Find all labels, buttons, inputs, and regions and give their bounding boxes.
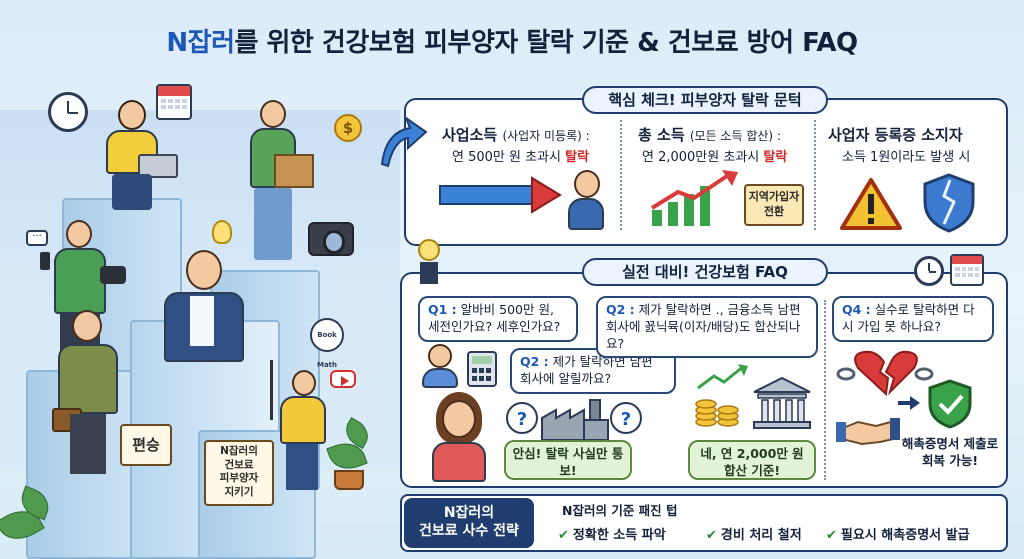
rising-chart-icon [650, 170, 738, 226]
binder-clip-bulb-icon [418, 239, 440, 284]
col1-head: 사업소득 [442, 126, 498, 144]
strategy-item-2-text: 경비 처리 철저 [720, 528, 802, 543]
col2-line-red: 탈락 [763, 150, 788, 165]
broken-heart-chain-icon [836, 350, 934, 397]
woman-box-figure [238, 100, 318, 270]
faq-q4-text: 실수로 탈락하면 다시 가입 못 하나요? [842, 302, 975, 334]
strategy-item-2: ✔경비 처리 철저 [706, 524, 802, 543]
check-shield-icon [928, 379, 972, 429]
woman-laptop-figure [90, 100, 180, 210]
faq-q4-bubble: Q4 : 실수로 탈락하면 다시 가입 못 하나요? [832, 296, 994, 342]
faq-q4-num: Q4 : [842, 302, 871, 317]
faq-q1-bubble: Q1 : 알바비 500만 원, 세전인가요? 세후인가요? [418, 296, 578, 342]
factory-icon [541, 399, 609, 441]
clock-icon [48, 92, 88, 132]
faq-q2b-num: Q2 : [606, 302, 635, 317]
col2-heading: 총 소득 (모든 소득 합산) : [638, 124, 781, 145]
col3-line: 소득 1원이라도 발생 시 [842, 150, 971, 165]
faq-q4-answer: 해촉증명서 제출로 회복 가능! [901, 436, 999, 468]
col2-head-sub: (모든 소득 합산) : [689, 129, 781, 143]
broken-shield-icon [923, 173, 975, 233]
col1-line-text: 연 500만 원 초과시 [452, 150, 566, 165]
question-bubble-icon: ? [506, 402, 538, 434]
col1-line: 연 500만 원 초과시 탈락 [452, 146, 589, 165]
strategy-subtitle: N잡러의 기준 패진 텁 [562, 503, 678, 518]
center-man-figure [150, 250, 260, 380]
calculator-icon [467, 351, 497, 387]
chat-bubble-icon: ··· [26, 230, 48, 246]
worried-woman-icon [566, 170, 606, 232]
sign-2-line: 지키기 [224, 485, 254, 498]
old-man-briefcase-figure [52, 310, 132, 480]
col1-head-sub: (사업자 미등록) : [502, 129, 590, 143]
check-icon: ✔ [826, 528, 837, 543]
sign-board-1: 편승 [120, 424, 172, 466]
page-title: N잡러를 위한 건강보험 피부양자 탈락 기준 & 건보료 방어 FAQ [0, 22, 1024, 59]
sign-board-2: N잡러의 건보료 피부양자 지키기 [204, 440, 274, 506]
strategy-label-line2: 건보료 사수 전략 [419, 523, 519, 540]
check-icon: ✔ [706, 528, 717, 543]
faq-clock-icon [914, 256, 944, 286]
divider-1 [620, 120, 622, 230]
col2-head: 총 소득 [638, 126, 685, 144]
strategy-label-line1: N잡러의 [443, 505, 495, 521]
faq-calendar-icon [950, 254, 984, 286]
col2-line: 연 2,000만원 초과시 탈락 [642, 146, 787, 165]
handheld-camera-icon [100, 266, 126, 284]
curved-arrow-icon [380, 115, 428, 168]
income-bar-arrow-icon [439, 176, 562, 214]
left-illustration: $ ··· Book Math [0, 70, 400, 559]
worried-woman-faq-icon [428, 392, 490, 482]
col3-heading: 사업자 등록증 소지자 [828, 126, 963, 144]
strategy-item-1: ✔정확한 소득 파악 [558, 524, 666, 543]
divider-faq [824, 300, 826, 480]
faq-q1-num: Q1 : [428, 302, 457, 317]
question-bubble-icon: ? [610, 402, 642, 434]
faq-q2b-answer: 네, 연 2,000만 원 합산 기준! [688, 440, 816, 480]
plant-pot-icon [334, 470, 364, 490]
regional-subscriber-sign: 지역가입자 전환 [744, 184, 804, 226]
strategy-label: N잡러의 건보료 사수 전략 [404, 498, 534, 548]
faq-q2a-num: Q2 : [520, 354, 549, 369]
strategy-item-1-text: 정확한 소득 파악 [572, 528, 666, 543]
svg-text:?: ? [517, 409, 527, 430]
handshake-icon [836, 418, 900, 446]
sign-2-line: 피부양자 [219, 472, 259, 485]
faq-panel-tag: 실전 대비! 건강보험 FAQ [582, 258, 828, 286]
phone-icon [40, 252, 50, 270]
thinking-man-icon [418, 344, 464, 388]
divider-2 [814, 120, 816, 230]
youtube-play-icon [330, 370, 356, 388]
sign-2-line: 건보료 [224, 458, 254, 471]
lightbulb-icon [212, 220, 232, 244]
dollar-coin-icon: $ [334, 114, 362, 142]
bank-building-icon [753, 376, 811, 429]
strategy-item-3-text: 필요시 해촉증명서 발급 [840, 528, 970, 543]
arrow-right-icon [898, 396, 920, 410]
col2-line-text: 연 2,000만원 초과시 [642, 150, 764, 165]
title-accent: N잡러 [166, 28, 235, 58]
camera-icon [308, 222, 354, 256]
svg-text:?: ? [621, 409, 631, 430]
title-rest: 를 위한 건강보험 피부양자 탈락 기준 & 건보료 방어 FAQ [234, 28, 859, 58]
calendar-icon [156, 84, 192, 120]
col1-line-red: 탈락 [565, 150, 590, 165]
threshold-panel-tag: 핵심 체크! 피부양자 탈락 문턱 [582, 86, 828, 114]
tablet-logo-icon: Book Math [310, 318, 344, 369]
coins-growth-icon [695, 364, 748, 427]
faq-q2b-text: 제가 탈락하면 ., 금융소득 남편 회사에 꾨닉뮥(이자/배당)도 합산되나요… [606, 302, 801, 351]
faq-q2a-answer: 안심! 탈락 사실만 통보! [504, 440, 632, 480]
strategy-item-3: ✔필요시 해촉증명서 발급 [826, 524, 970, 543]
warning-triangle-icon [840, 178, 902, 230]
young-man-selfie-figure [270, 360, 340, 500]
faq-q1-text: 알바비 500만 원, 세전인가요? 세후인가요? [428, 302, 561, 334]
sign-2-line: N잡러의 [220, 445, 258, 457]
shopping-box-icon [274, 154, 314, 188]
faq-q2b-bubble: Q2 : 제가 탈락하면 ., 금융소득 남편 회사에 꾨닉뮥(이자/배당)도 … [596, 296, 818, 358]
check-icon: ✔ [558, 528, 569, 543]
col1-heading: 사업소득 (사업자 미등록) : [442, 124, 590, 145]
